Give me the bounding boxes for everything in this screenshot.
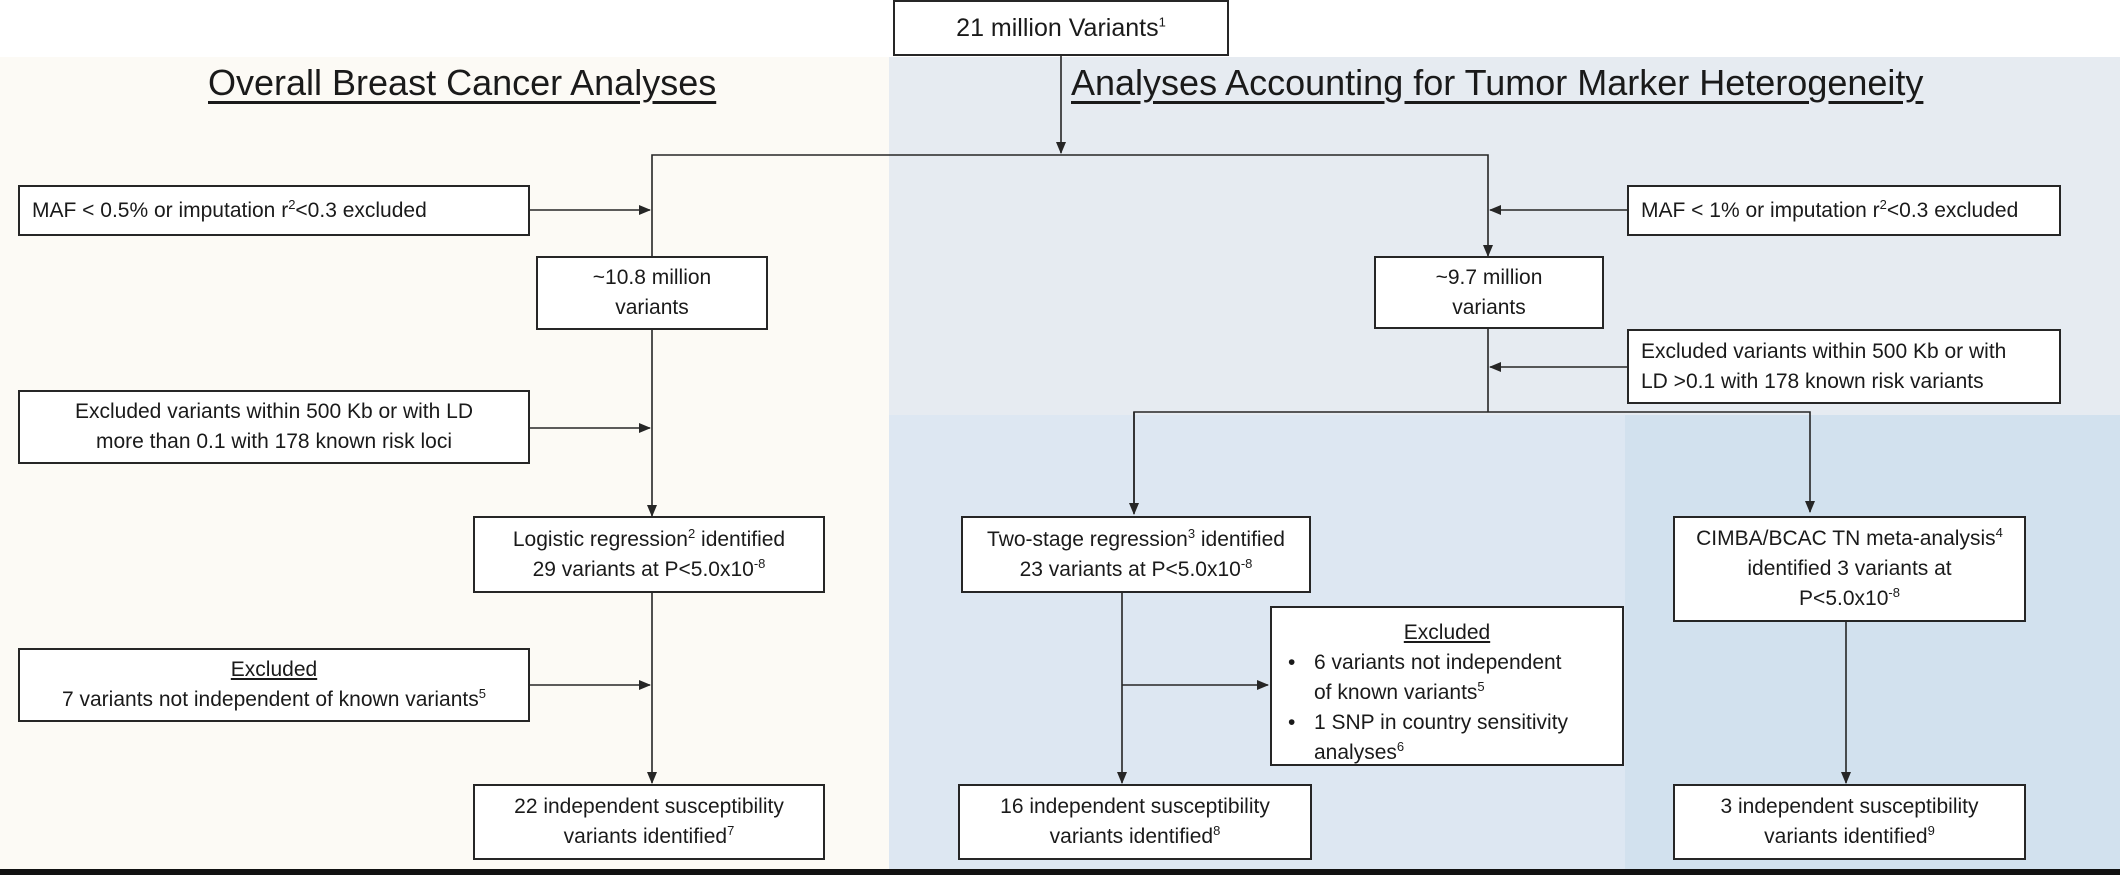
- right-heading: Analyses Accounting for Tumor Marker Het…: [1071, 62, 1924, 103]
- right-maf-box: MAF < 1% or imputation r2<0.3 excluded: [1627, 185, 2061, 236]
- left-ld-box: Excluded variants within 500 Kb or with …: [18, 390, 530, 464]
- right-excluded-title: Excluded: [1403, 621, 1491, 644]
- bottom-rule: [0, 869, 2120, 875]
- split-right: [1133, 411, 1815, 513]
- left-maf-box: MAF < 0.5% or imputation r2<0.3 excluded: [18, 185, 530, 236]
- total-variants-box: 21 million Variants1: [893, 0, 1229, 56]
- left-heading: Overall Breast Cancer Analyses: [208, 62, 717, 103]
- split-line: [651, 154, 1493, 257]
